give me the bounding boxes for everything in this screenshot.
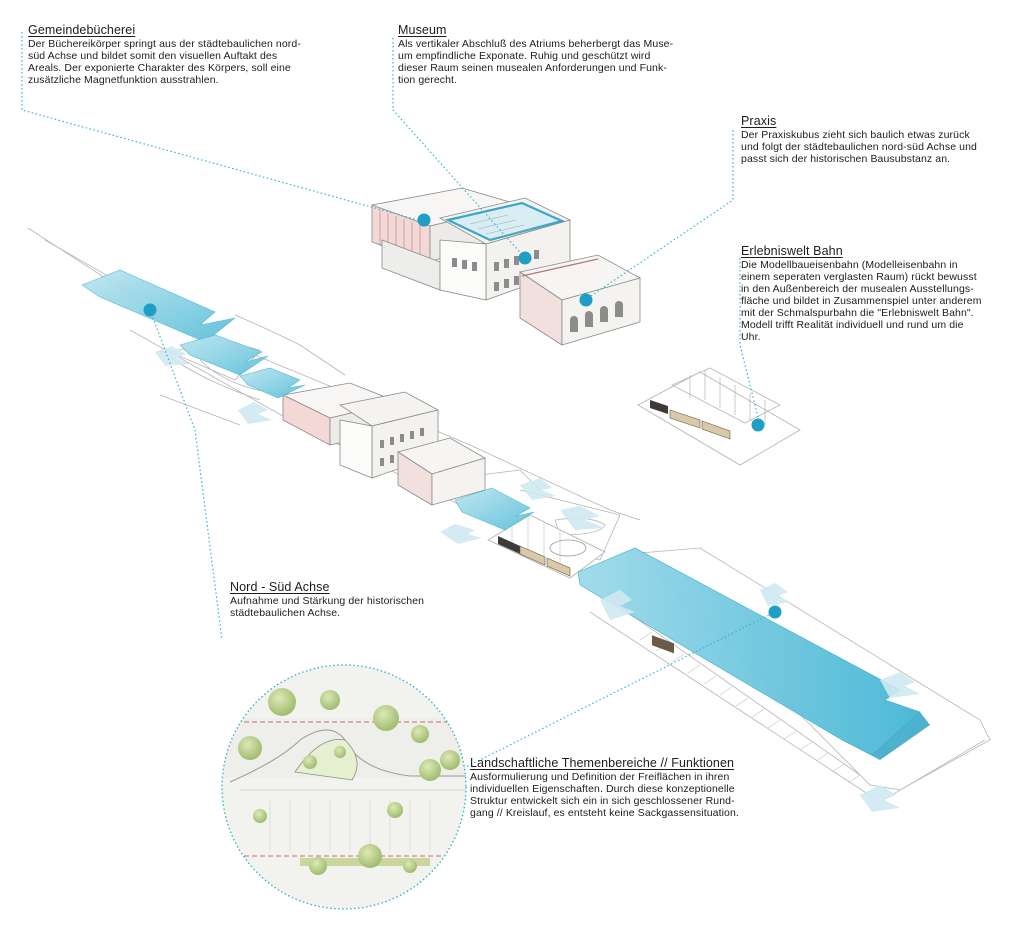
annotation-gemeindebuecherei: Gemeindebücherei Der Büchereikörper spri… [28,23,358,86]
location-dot-icon [143,213,782,619]
annotation-title: Museum [398,23,447,37]
train-icon [650,400,731,654]
narrow-gauge-railway [487,514,606,579]
annotation-praxis: Praxis Der Praxiskubus zieht sich baulic… [741,114,1021,165]
annotation-body: Die Modellbaueisenbahn (Modelleisenbahn … [741,259,982,343]
annotation-body: Der Praxiskubus zieht sich baulich etwas… [741,129,977,165]
leader-lines [21,32,776,771]
direction-arrow-icon [81,269,930,812]
annotation-title: Praxis [741,114,777,128]
annotation-body: Der Büchereikörper springt aus der städt… [28,38,301,86]
middle-building [281,382,487,506]
annotation-title: Erlebniswelt Bahn [741,244,843,258]
parking-stripes [639,631,861,784]
annotation-body: Als vertikaler Abschluß des Atriums behe… [398,38,674,86]
annotation-title: Nord - Süd Achse [230,580,330,594]
annotation-title: Gemeindebücherei [28,23,136,37]
annotation-body: Ausformulierung und Definition der Freif… [470,771,739,819]
landscape-detail-circle [221,664,467,910]
model-railway-island [637,367,801,654]
annotation-museum: Museum Als vertikaler Abschluß des Atriu… [398,23,718,86]
annotation-nord-sued-achse: Nord - Süd Achse Aufnahme und Stärkung d… [230,580,480,619]
tree-icon [238,688,460,875]
annotation-landschaft: Landschaftliche Themenbereiche // Funkti… [470,756,800,819]
annotation-erlebniswelt-bahn: Erlebniswelt Bahn Die Modellbaueisenbahn… [741,244,1021,343]
annotation-title: Landschaftliche Themenbereiche // Funkti… [470,756,735,770]
annotation-body: Aufnahme und Stärkung der historischen s… [230,595,425,619]
upper-building [370,187,642,346]
